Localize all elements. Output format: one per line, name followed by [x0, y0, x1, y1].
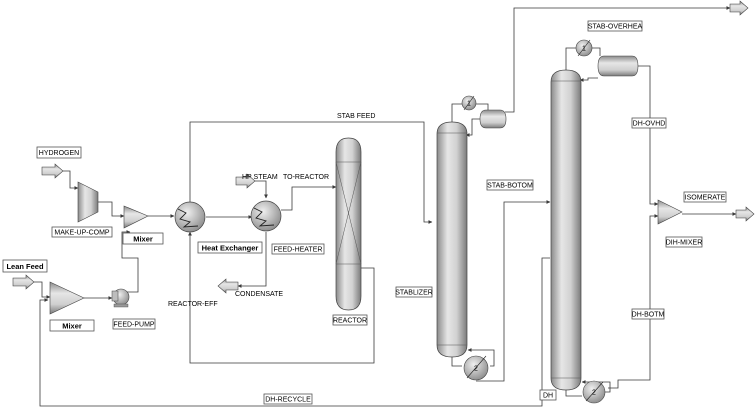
label-stab-overhea-text: STAB-OVERHEA	[588, 24, 643, 31]
dh-ovhd-line	[638, 65, 659, 206]
label-dh-recycle-text: DH-RECYCLE	[265, 397, 311, 404]
label-dh-botm-text: DH-BOTM	[632, 312, 665, 319]
feed-arrow-lean-feed	[12, 274, 35, 290]
condensate-arrow	[217, 278, 239, 294]
stabilizer-column	[436, 121, 468, 358]
label-dh: DH	[539, 389, 557, 401]
dih-mixer-icon	[657, 199, 683, 225]
dh-reb-in-line	[565, 388, 582, 397]
label-mixer-bottom: Mixer	[49, 319, 95, 332]
feed-pump-icon	[111, 288, 130, 308]
label-stab-botom: STAB-BOTOM	[486, 179, 534, 191]
label-dih-mixer: DIH-MIXER	[665, 236, 703, 248]
label-stab-feed: STAB FEED	[337, 113, 375, 120]
reactor-eff-line	[188, 231, 375, 364]
label-lean-feed-text: Lean Feed	[6, 262, 44, 271]
stab-reboiler-icon	[463, 355, 489, 381]
stab-cond-out-line	[476, 103, 489, 110]
stab-reflux-line	[465, 118, 480, 137]
stab-reb-return-line	[467, 348, 495, 367]
label-dh-recycle: DH-RECYCLE	[263, 393, 313, 405]
label-to-reactor: TO-REACTOR	[283, 174, 329, 181]
dh-condenser-icon	[575, 39, 593, 57]
dh-cond-out-line	[592, 47, 601, 56]
label-isomerate-text: ISOMERATE	[685, 195, 726, 202]
mixer-top-icon	[123, 205, 149, 229]
dh-reflux-drum	[597, 55, 639, 77]
label-dh-ovhd-text: DH-OVHD	[633, 121, 666, 128]
dh-reflux-line	[579, 77, 598, 82]
stab-reflux-drum	[479, 109, 507, 129]
label-stab-botom-text: STAB-BOTOM	[487, 183, 533, 190]
product-arrow-stab-overhead	[729, 0, 749, 16]
hydrogen-line	[63, 170, 79, 190]
label-hydrogen-text: HYDROGEN	[39, 150, 79, 157]
dh-reboiler-icon	[582, 380, 606, 404]
label-dh-ovhd: DH-OVHD	[631, 117, 667, 129]
make-up-line	[98, 201, 125, 218]
stab-feed-line	[189, 121, 433, 224]
label-dih-mixer-text: DIH-MIXER	[666, 240, 703, 247]
stab-condenser-number: 1	[467, 101, 471, 108]
product-arrow-isomerate	[735, 206, 755, 222]
dh-condenser-number: 1	[582, 46, 586, 53]
feed-heater-icon	[250, 200, 282, 232]
label-dh-botm: DH-BOTM	[631, 308, 665, 320]
label-feed-pump: FEED-PUMP	[112, 318, 156, 330]
label-make-up-comp-text: MAKE-UP-COMP	[54, 230, 110, 237]
label-hp-steam: HP STEAM	[242, 174, 278, 181]
heat-exchanger-icon	[174, 201, 206, 233]
label-dh-text: DH	[543, 393, 553, 400]
mixer-bottom-icon	[49, 281, 85, 315]
label-stab-overhea: STAB-OVERHEA	[587, 20, 643, 32]
label-feed-heater-text: FEED-HEATER	[274, 247, 323, 254]
label-heat-exchanger-text: Heat Exchanger	[202, 244, 259, 253]
label-reactor: REACTOR	[332, 314, 368, 326]
stab-condenser-icon	[461, 95, 477, 111]
to-reactor-line	[281, 185, 337, 211]
label-feed-heater: FEED-HEATER	[271, 243, 325, 255]
label-stablizer-text: STABLIZER	[395, 290, 433, 297]
label-condensate: CONDENSATE	[235, 291, 283, 298]
dh-reboiler-number: 2	[592, 390, 596, 397]
label-stablizer: STABLIZER	[395, 286, 433, 298]
label-feed-pump-text: FEED-PUMP	[113, 322, 155, 329]
label-heat-exchanger: Heat Exchanger	[197, 241, 263, 254]
condensate-line	[237, 232, 267, 288]
stab-overhead-line	[505, 6, 731, 113]
dh-ovhd-vapor-line	[565, 47, 576, 70]
make-up-compressor	[77, 181, 99, 223]
pipe-lines	[34, 6, 737, 407]
label-make-up-comp: MAKE-UP-COMP	[51, 226, 113, 238]
label-lean-feed: Lean Feed	[2, 259, 48, 273]
stab-reboiler-number: 2	[474, 366, 478, 373]
label-mixer-top: Mixer	[122, 232, 164, 245]
hp-steam-arrow	[235, 173, 256, 189]
dh-column	[550, 69, 582, 391]
stab-ovhd-vapor-line	[451, 103, 462, 126]
feed-arrow-hydrogen	[41, 163, 64, 179]
stab-bottom-line	[476, 200, 551, 382]
lean-feed-line	[34, 281, 51, 299]
reactor-vessel	[335, 137, 362, 311]
label-hydrogen: HYDROGEN	[36, 146, 82, 159]
pump-out-line	[121, 230, 139, 293]
label-isomerate: ISOMERATE	[683, 191, 727, 203]
label-mixer-top-text: Mixer	[133, 235, 153, 244]
dh-recycle-line	[39, 257, 550, 407]
hp-steam-line	[255, 180, 268, 199]
stab-reb-in-line	[451, 356, 462, 367]
dh-botm-line	[608, 214, 659, 389]
label-reactor-text: REACTOR	[333, 318, 367, 325]
label-mixer-bottom-text: Mixer	[62, 322, 82, 331]
label-reactor-eff: REACTOR-EFF	[168, 301, 218, 308]
